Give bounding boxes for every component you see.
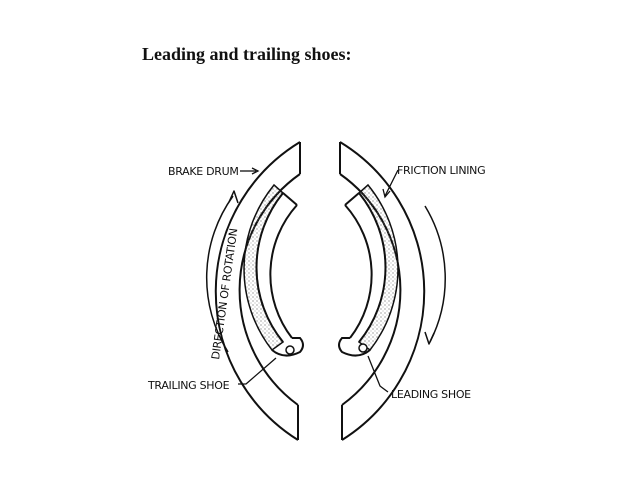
left-anchor-pin bbox=[285, 345, 295, 355]
friction-lining-leader bbox=[382, 169, 399, 199]
label-direction-of-rotation: DIRECTION OF ROTATION bbox=[209, 228, 240, 361]
leading-shoe-leader bbox=[367, 355, 389, 393]
label-friction-lining: FRICTION LINING bbox=[397, 164, 485, 177]
label-brake-drum: BRAKE DRUM bbox=[168, 165, 239, 178]
trailing-shoe-leader bbox=[238, 357, 277, 385]
label-leading-shoe: LEADING SHOE bbox=[391, 388, 471, 401]
left-friction-lining bbox=[243, 183, 285, 352]
rotation-arrow-left bbox=[205, 190, 239, 353]
right-anchor-pin bbox=[358, 343, 368, 353]
brake-drum-leader bbox=[240, 167, 260, 175]
right-friction-lining bbox=[357, 183, 399, 352]
rotation-arrow-right bbox=[424, 205, 446, 345]
slide-heading: Leading and trailing shoes: bbox=[142, 44, 352, 64]
left-trailing-shoe bbox=[243, 183, 304, 357]
label-trailing-shoe: TRAILING SHOE bbox=[147, 379, 230, 392]
right-leading-shoe bbox=[338, 183, 399, 357]
